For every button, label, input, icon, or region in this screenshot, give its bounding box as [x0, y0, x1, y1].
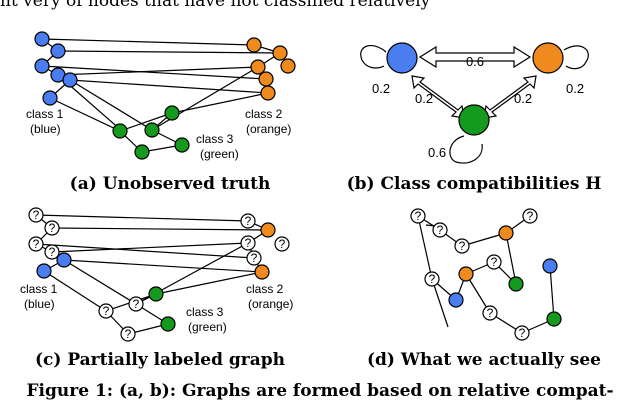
unknown-mark: ? [49, 221, 56, 235]
node-blue [42, 90, 58, 106]
panel-a-labels: class 1 (blue) class 2 (orange) class 3 … [26, 107, 291, 161]
unknown-mark: ? [527, 209, 534, 223]
node-green [148, 286, 164, 302]
node-blue [36, 263, 52, 279]
panel-a-edges [41, 38, 281, 153]
panel-c-nodes [28, 207, 290, 342]
panel-c-labels: class 1 (blue) class 2 (orange) class 3 … [20, 282, 293, 334]
class1-label: class 1 [20, 282, 58, 296]
class1-label: class 1 [26, 107, 64, 121]
arrow-blue-orange [418, 45, 532, 69]
unknown-mark: ? [519, 326, 526, 340]
node-orange [260, 222, 276, 238]
node-orange [250, 59, 266, 75]
node-blue [50, 43, 66, 59]
class3-label: class 3 [196, 132, 234, 146]
panel-c-question-marks: ? ? ? ? ? ? ? ? ? ? ? [33, 208, 286, 341]
caption-a: (a) Unobserved truth [70, 174, 271, 194]
panel-d-observed-graph [410, 208, 562, 341]
panel-a-unobserved-truth [34, 31, 296, 160]
unknown-mark: ? [103, 304, 110, 318]
panel-c-partially-labeled [28, 207, 290, 342]
node-green [174, 137, 190, 153]
weight-self-green: 0.6 [428, 145, 446, 160]
class1-color: (blue) [24, 297, 55, 311]
node-blue-class [386, 42, 418, 74]
self-loop-blue [360, 44, 387, 69]
node-blue [542, 258, 558, 274]
unknown-mark: ? [133, 297, 140, 311]
unknown-mark: ? [459, 239, 466, 253]
caption-d: (d) What we actually see [367, 350, 601, 370]
unknown-mark: ? [429, 272, 436, 286]
unknown-mark: ? [33, 237, 40, 251]
unknown-mark: ? [49, 245, 56, 259]
node-green [134, 144, 150, 160]
class3-color: (green) [200, 147, 239, 161]
node-orange [258, 71, 274, 87]
node-blue [34, 58, 50, 74]
node-blue [448, 292, 464, 308]
node-orange [280, 58, 296, 74]
panel-b-compatibilities: 0.6 0.2 0.2 0.2 0.2 0.6 [360, 42, 589, 164]
panel-a-nodes [34, 31, 296, 160]
node-orange [254, 264, 270, 280]
panel-c-edges [35, 214, 269, 335]
node-green [164, 105, 180, 121]
node-orange [458, 266, 474, 282]
node-blue [56, 252, 72, 268]
unknown-mark: ? [279, 237, 286, 251]
class2-color: (orange) [248, 297, 293, 311]
node-green [160, 316, 176, 332]
node-orange-class [532, 42, 564, 74]
figure-caption: Figure 1: (a, b): Graphs are formed base… [26, 381, 614, 401]
self-loop-green [449, 135, 483, 164]
unknown-mark: ? [33, 208, 40, 222]
node-orange [272, 45, 288, 61]
node-green [144, 122, 160, 138]
node-green [508, 276, 524, 292]
unknown-mark: ? [251, 251, 258, 265]
node-blue [62, 72, 78, 88]
weight-self-blue: 0.2 [372, 81, 390, 96]
unknown-mark: ? [245, 236, 252, 250]
panel-d-question-marks: ? ? ? ? ? ? ? ? [415, 209, 534, 340]
weight-self-orange: 0.2 [566, 81, 584, 96]
caption-c: (c) Partially labeled graph [35, 350, 285, 370]
unknown-mark: ? [437, 223, 444, 237]
unknown-mark: ? [125, 327, 132, 341]
self-loop-orange [563, 45, 589, 70]
caption-b: (b) Class compatibilities H [347, 174, 602, 194]
node-blue [34, 31, 50, 47]
node-green [546, 311, 562, 327]
weight-blue-green: 0.2 [415, 91, 433, 106]
node-green [112, 123, 128, 139]
node-orange [260, 85, 276, 101]
class3-color: (green) [188, 320, 227, 334]
node-green-class [458, 104, 490, 136]
unknown-mark: ? [415, 209, 422, 223]
class2-color: (orange) [246, 122, 291, 136]
unknown-mark: ? [491, 255, 498, 269]
class3-label: class 3 [186, 305, 224, 319]
header-text-fragment: nt very of nodes that have not classifie… [0, 0, 431, 11]
class2-label: class 2 [246, 282, 284, 296]
class2-label: class 2 [245, 107, 283, 121]
node-orange [246, 37, 262, 53]
unknown-mark: ? [245, 214, 252, 228]
weight-blue-orange: 0.6 [466, 54, 484, 69]
panel-d-nodes [410, 208, 562, 341]
class1-color: (blue) [30, 122, 61, 136]
unknown-mark: ? [487, 306, 494, 320]
weight-orange-green: 0.2 [514, 91, 532, 106]
node-orange [498, 225, 514, 241]
